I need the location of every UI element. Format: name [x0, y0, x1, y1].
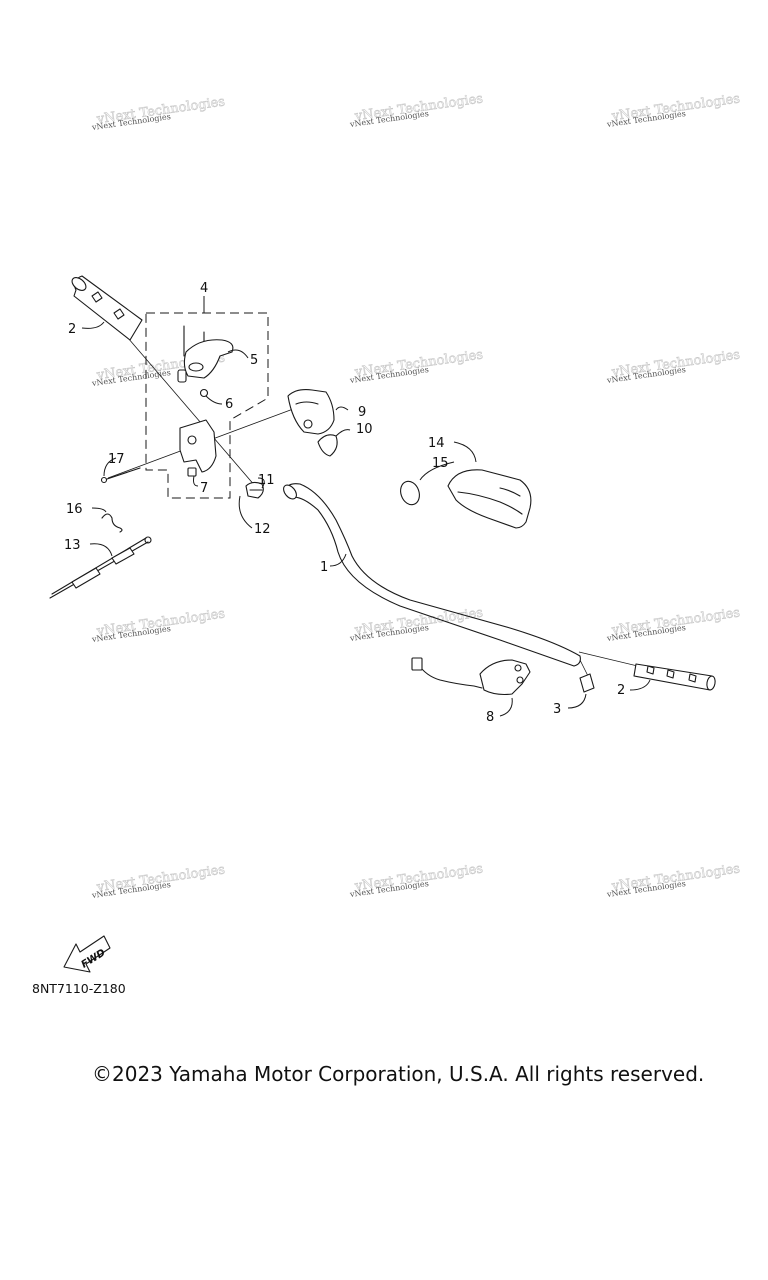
callout-4: 4	[200, 281, 208, 296]
watermark: vNext Technologies vNext Technologies	[605, 91, 741, 129]
switch-housing-9	[287, 389, 335, 435]
cable-13	[49, 536, 152, 599]
diagram-code: 8NT7110-Z180	[32, 981, 126, 996]
throttle-housing-7	[179, 419, 217, 477]
forward-arrow: FWD	[63, 935, 111, 973]
bolt-17	[100, 467, 141, 484]
callout-5: 5	[250, 353, 258, 368]
clip-16	[101, 513, 123, 533]
callout-3: 3	[553, 702, 561, 717]
handlebar-1	[283, 483, 581, 667]
watermark: vNext Technologies vNext Technologies	[348, 861, 484, 899]
watermark: vNext Technologies vNext Technologies	[348, 347, 484, 385]
callout-labels: 2 4 5 6 7 9 10 11 12 17 16 13 14 15 1 3 …	[64, 281, 625, 725]
callout-14: 14	[428, 436, 445, 451]
switch-assembly-8	[411, 657, 531, 696]
grip-right	[633, 663, 716, 691]
handlebar-pad-14	[447, 469, 532, 529]
switch-10	[317, 434, 338, 457]
watermark: vNext Technologies vNext Technologies	[605, 605, 741, 643]
ring-15	[400, 480, 420, 506]
watermark: vNext Technologies vNext Technologies	[90, 606, 226, 644]
watermark: vNext Technologies vNext Technologies	[90, 862, 226, 900]
callout-15: 15	[432, 456, 449, 471]
callout-7: 7	[200, 481, 208, 496]
watermark: vNext Technologies vNext Technologies	[90, 94, 226, 132]
throttle-lever-5	[177, 325, 234, 398]
grip-left	[71, 275, 143, 341]
bar-end-3	[579, 673, 595, 693]
connector-11	[245, 481, 264, 499]
callout-8: 8	[486, 710, 494, 725]
callout-17: 17	[108, 452, 125, 467]
callout-12: 12	[254, 522, 271, 537]
callout-13: 13	[64, 538, 81, 553]
callout-16: 16	[66, 502, 83, 517]
callout-10: 10	[356, 422, 373, 437]
callout-9: 9	[358, 405, 366, 420]
callout-2-right: 2	[617, 683, 625, 698]
assembly-box-4	[145, 312, 269, 499]
watermark: vNext Technologies vNext Technologies	[605, 861, 741, 899]
watermark: vNext Technologies vNext Technologies	[605, 347, 741, 385]
callout-11: 11	[258, 473, 275, 488]
callout-6: 6	[225, 397, 233, 412]
copyright-notice: ©2023 Yamaha Motor Corporation, U.S.A. A…	[92, 1062, 705, 1086]
leader-lines	[81, 296, 651, 717]
callout-2-left: 2	[68, 322, 76, 337]
callout-1: 1	[320, 560, 328, 575]
watermark: vNext Technologies vNext Technologies	[348, 91, 484, 129]
